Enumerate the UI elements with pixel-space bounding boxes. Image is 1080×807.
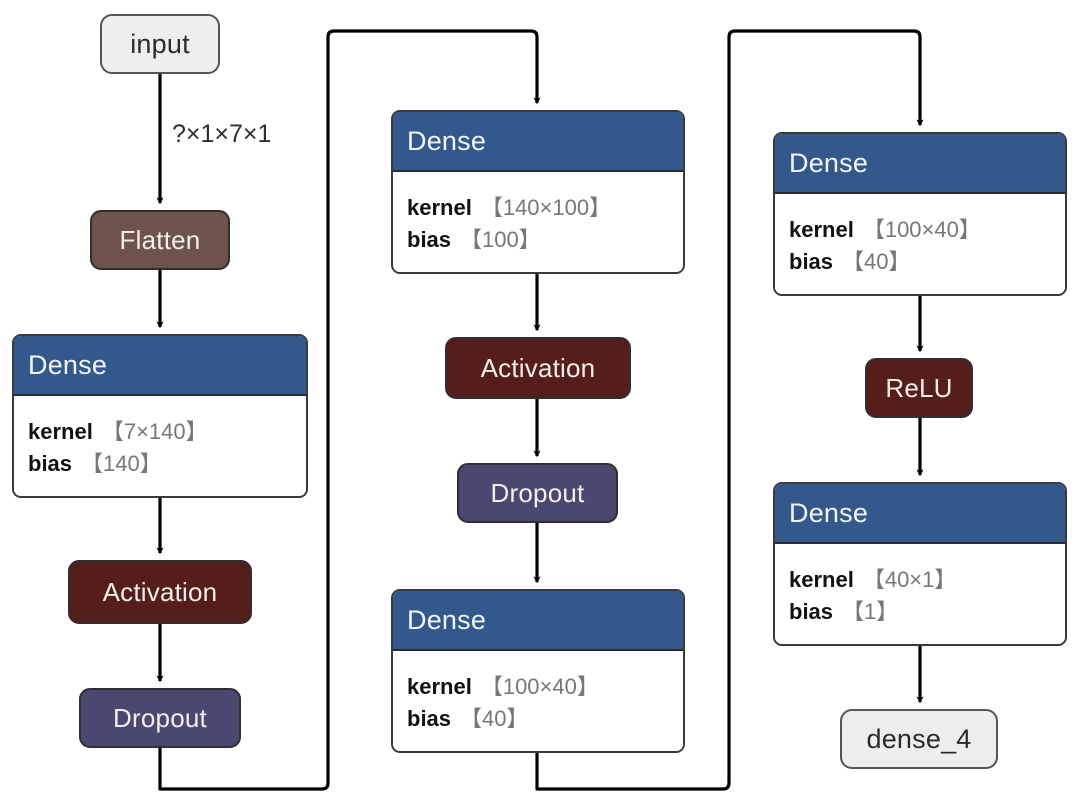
- param-key: bias: [407, 227, 452, 252]
- node-dense-4-header: Dense: [775, 134, 1065, 194]
- param-shape: 【7×140】: [101, 419, 208, 445]
- node-flatten-label: Flatten: [119, 224, 201, 255]
- param-row-bias: bias 【40】: [407, 703, 683, 735]
- node-flatten[interactable]: Flatten: [90, 210, 230, 270]
- node-dense-1[interactable]: Dense kernel 【7×140】 bias 【140】: [12, 334, 308, 498]
- param-shape: 【100×40】: [862, 217, 981, 243]
- node-dropout-2[interactable]: Dropout: [457, 463, 618, 523]
- param-row-kernel: kernel 【140×100】: [407, 192, 683, 224]
- param-row-bias: bias 【100】: [407, 224, 683, 256]
- param-shape: 【140】: [81, 451, 162, 476]
- node-dense-5-body: kernel 【40×1】 bias 【1】: [775, 544, 1065, 644]
- node-dense-5[interactable]: Dense kernel 【40×1】 bias 【1】: [773, 482, 1067, 646]
- param-row-bias: bias 【1】: [789, 596, 1065, 628]
- node-output[interactable]: dense_4: [840, 709, 998, 769]
- param-shape: 【100】: [460, 227, 541, 252]
- node-dense-4-title: Dense: [789, 147, 869, 178]
- node-dense-4-body: kernel 【100×40】 bias 【40】: [775, 194, 1065, 294]
- param-key: kernel: [28, 419, 93, 445]
- param-shape: 【40】: [460, 706, 529, 731]
- node-input-label: input: [130, 28, 190, 59]
- edge-label-input-shape: ?×1×7×1: [172, 120, 272, 148]
- node-dense-1-header: Dense: [14, 336, 306, 396]
- node-activation-2[interactable]: Activation: [445, 337, 631, 399]
- param-shape: 【40】: [842, 249, 911, 274]
- node-dense-3[interactable]: Dense kernel 【100×40】 bias 【40】: [391, 589, 685, 753]
- node-dense-5-title: Dense: [789, 497, 869, 528]
- node-activation-2-label: Activation: [480, 352, 596, 383]
- param-shape: 【40×1】: [862, 567, 957, 593]
- node-dense-2-title: Dense: [407, 125, 487, 156]
- param-key: bias: [28, 451, 73, 476]
- node-dense-5-header: Dense: [775, 484, 1065, 544]
- node-activation-1-label: Activation: [102, 576, 218, 607]
- node-dense-3-header: Dense: [393, 591, 683, 651]
- param-key: bias: [789, 599, 834, 624]
- param-row-kernel: kernel 【7×140】: [28, 416, 306, 448]
- node-activation-1[interactable]: Activation: [68, 560, 252, 624]
- param-key: kernel: [407, 195, 472, 221]
- param-row-bias: bias 【140】: [28, 448, 306, 480]
- node-dropout-1-label: Dropout: [113, 702, 207, 733]
- param-row-kernel: kernel 【40×1】: [789, 564, 1065, 596]
- param-key: kernel: [407, 674, 472, 700]
- node-dense-2-header: Dense: [393, 112, 683, 172]
- node-input[interactable]: input: [100, 14, 220, 74]
- param-shape: 【1】: [842, 599, 899, 624]
- node-dense-4[interactable]: Dense kernel 【100×40】 bias 【40】: [773, 132, 1067, 296]
- param-row-kernel: kernel 【100×40】: [789, 214, 1065, 246]
- node-dense-1-title: Dense: [28, 349, 108, 380]
- param-shape: 【100×40】: [480, 674, 599, 700]
- node-relu-label: ReLU: [885, 372, 953, 403]
- param-key: kernel: [789, 217, 854, 243]
- node-dense-3-body: kernel 【100×40】 bias 【40】: [393, 651, 683, 751]
- node-output-label: dense_4: [866, 723, 972, 754]
- node-dropout-1[interactable]: Dropout: [79, 688, 241, 748]
- node-dense-1-body: kernel 【7×140】 bias 【140】: [14, 396, 306, 496]
- param-key: kernel: [789, 567, 854, 593]
- param-key: bias: [407, 706, 452, 731]
- param-key: bias: [789, 249, 834, 274]
- node-dense-3-title: Dense: [407, 604, 487, 635]
- param-row-kernel: kernel 【100×40】: [407, 671, 683, 703]
- node-relu[interactable]: ReLU: [865, 358, 973, 418]
- node-dropout-2-label: Dropout: [490, 477, 585, 508]
- param-row-bias: bias 【40】: [789, 246, 1065, 278]
- node-dense-2[interactable]: Dense kernel 【140×100】 bias 【100】: [391, 110, 685, 274]
- node-dense-2-body: kernel 【140×100】 bias 【100】: [393, 172, 683, 272]
- param-shape: 【140×100】: [480, 195, 612, 221]
